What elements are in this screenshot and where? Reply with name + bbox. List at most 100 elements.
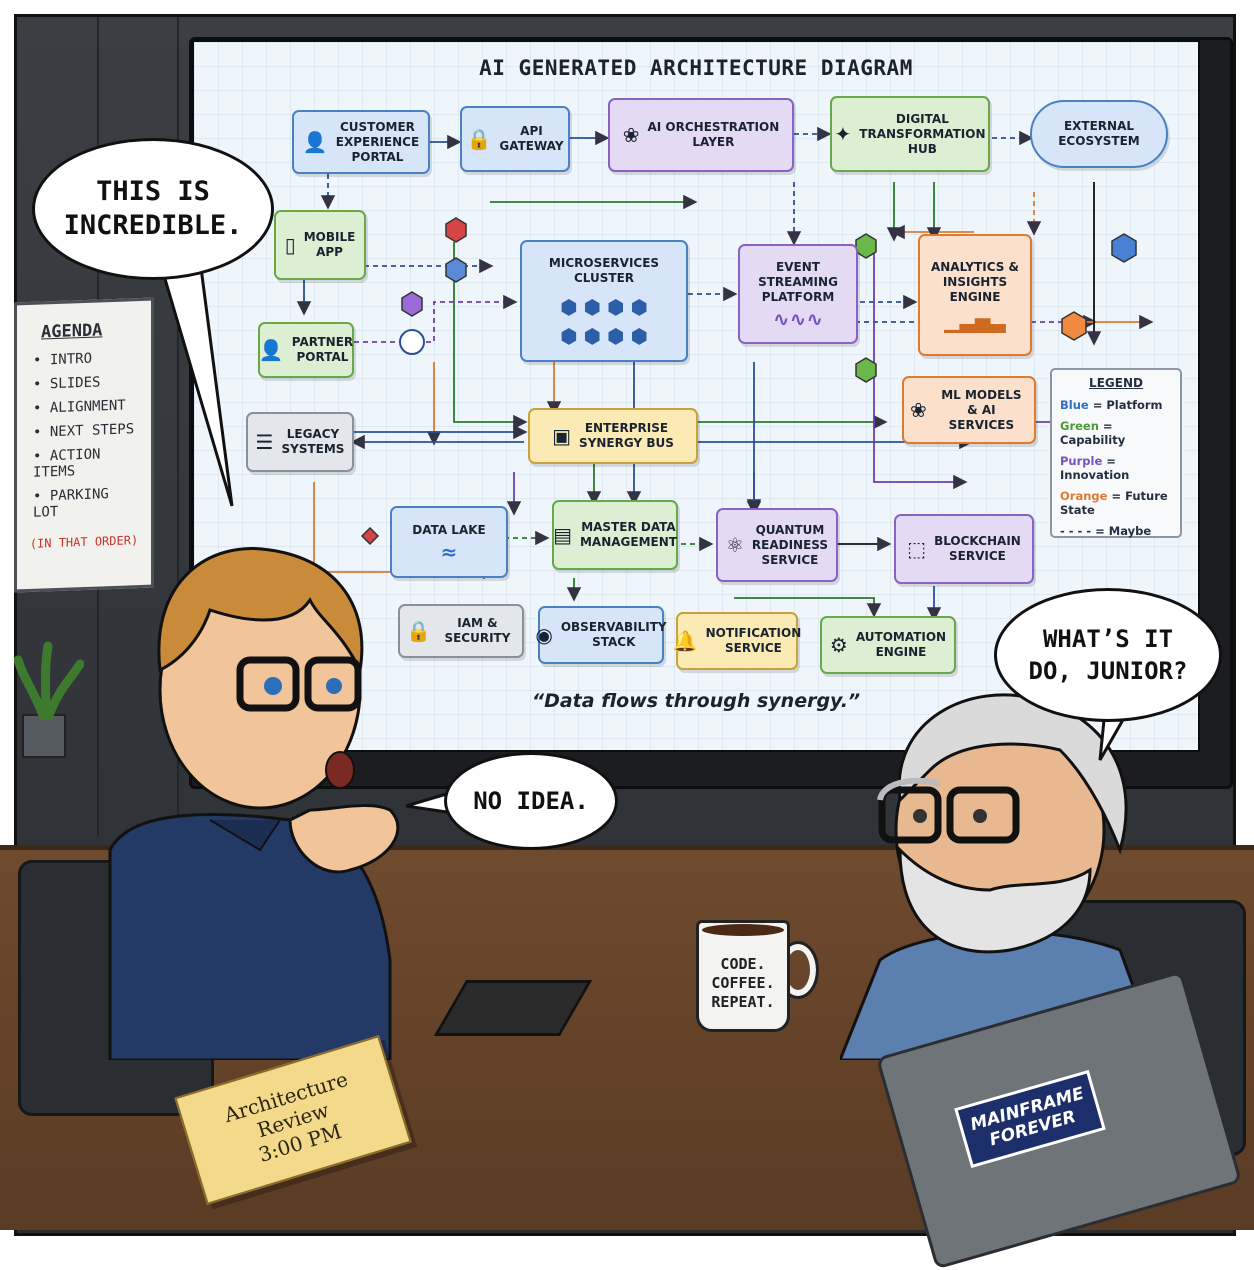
speech-bubble-junior-2: NO IDEA. [444, 752, 618, 850]
legend-key: Blue [1060, 398, 1089, 412]
node-label: IAM & SECURITY [444, 616, 511, 645]
node-label: ENTERPRISE SYNERGY BUS [579, 421, 674, 450]
node-notification-service: 🔔 NOTIFICATION SERVICE [672, 612, 801, 670]
legend-value: = Maybe [1091, 524, 1152, 538]
user-icon: 👤 [302, 130, 328, 154]
wave-icon: ∿∿∿ [772, 306, 824, 331]
gear-icon: ⚙ [829, 633, 848, 657]
phone-icon: ▯ [284, 233, 296, 257]
wall-seam [177, 17, 179, 837]
junior-character [108, 547, 400, 1060]
hexagon-icon: ⬢ [583, 324, 601, 348]
wave-icon: ≈ [440, 539, 458, 564]
node-api-gateway: 🔒 API GATEWAY [460, 106, 570, 172]
node-mobile-app: ▯ MOBILE APP [274, 210, 366, 280]
bell-icon: 🔔 [672, 629, 698, 653]
speech-bubble-junior-1: THIS IS INCREDIBLE. [32, 138, 274, 280]
server-icon: ☰ [255, 430, 274, 454]
diagram-caption: “Data flows through synergy.” [531, 690, 861, 712]
diagram-title: AI GENERATED ARCHITECTURE DIAGRAM [479, 56, 913, 80]
node-iam-security: 🔒 IAM & SECURITY [398, 604, 524, 658]
node-legacy-systems: ☰ LEGACY SYSTEMS [246, 412, 354, 472]
legend-value: = Innovation [1060, 454, 1130, 482]
hexagon-icon: ⬢ [560, 295, 578, 319]
node-analytics-engine: ANALYTICS & INSIGHTS ENGINE ▁▃▅▃ [918, 234, 1032, 356]
node-customer-portal: 👤 CUSTOMER EXPERIENCE PORTAL [292, 110, 430, 174]
node-label: ML MODELS & AI SERVICES [941, 387, 1022, 432]
node-label: DATA LAKE [412, 522, 486, 537]
node-observability-stack: ◉ OBSERVABILITY STACK [535, 606, 667, 664]
legend: LEGEND Blue = Platform Green = Capabilit… [1050, 368, 1182, 538]
plant-icon [14, 641, 84, 720]
senior-character [840, 693, 1160, 1060]
node-event-streaming-platform: EVENT STREAMING PLATFORM ∿∿∿ [738, 244, 858, 344]
legend-key: - - - - [1060, 524, 1092, 538]
hexagon-icons: ⬢ ⬢ ⬢ ⬢ [560, 295, 648, 319]
node-label: MASTER DATA MANAGEMENT [579, 520, 677, 549]
node-external-ecosystem: EXTERNAL ECOSYSTEM [1030, 100, 1168, 168]
database-icon: ▤ [553, 523, 572, 547]
mug-coffee [702, 924, 784, 936]
legend-item: Green = Capability [1060, 419, 1172, 447]
brain-icon: ❀ [622, 123, 640, 147]
node-label: AUTOMATION ENGINE [855, 630, 947, 659]
legend-value: = Capability [1060, 419, 1126, 447]
lock-icon: 🔒 [406, 619, 431, 643]
node-partner-portal: 👤 PARTNER PORTAL [258, 322, 354, 378]
hexagon-icon: ⬢ [560, 324, 578, 348]
brain-icon: ❀ [910, 398, 927, 422]
node-label: ANALYTICS & INSIGHTS ENGINE [930, 259, 1020, 304]
legend-item: - - - - = Maybe [1060, 524, 1172, 538]
node-label: LEGACY SYSTEMS [281, 427, 345, 456]
legend-key: Orange [1060, 489, 1108, 503]
legend-key: Green [1060, 419, 1099, 433]
hexagon-icon: ⬢ [630, 295, 648, 319]
cubes-icon: ⬚ [907, 537, 927, 561]
network-icon: ✦ [834, 122, 852, 146]
node-data-lake: DATA LAKE ≈ [390, 506, 508, 578]
hexagon-icon: ⬢ [630, 324, 648, 348]
legend-key: Purple [1060, 454, 1103, 468]
node-microservices-cluster: MICROSERVICES CLUSTER ⬢ ⬢ ⬢ ⬢ ⬢ ⬢ ⬢ ⬢ [520, 240, 688, 362]
node-label: MICROSERVICES CLUSTER [548, 256, 660, 285]
node-label: NOTIFICATION SERVICE [705, 626, 802, 655]
node-blockchain-service: ⬚ BLOCKCHAIN SERVICE [894, 514, 1034, 584]
node-label: BLOCKCHAIN SERVICE [934, 534, 1021, 563]
node-label: EXTERNAL ECOSYSTEM [1058, 119, 1140, 148]
node-label: DIGITAL TRANSFORMATION HUB [859, 111, 986, 156]
legend-title: LEGEND [1089, 376, 1143, 390]
node-label: MOBILE APP [303, 230, 356, 259]
legend-item: Orange = Future State [1060, 489, 1172, 517]
atom-icon: ⚛ [725, 533, 744, 557]
node-ai-orchestration: ❀ AI ORCHESTRATION LAYER [608, 98, 794, 172]
legend-value: = Platform [1088, 398, 1163, 412]
lock-icon: 🔒 [466, 127, 492, 151]
coffee-mug: CODE. COFFEE. REPEAT. [696, 920, 790, 1032]
node-label: EVENT STREAMING PLATFORM [758, 259, 838, 304]
hexagon-icon: ⬢ [607, 324, 625, 348]
legend-value: = Future State [1060, 489, 1168, 517]
node-label: AI ORCHESTRATION LAYER [647, 120, 780, 149]
legend-item: Purple = Innovation [1060, 454, 1172, 482]
bar-chart-icon: ▁▃▅▃ [944, 308, 1006, 333]
node-label: CUSTOMER EXPERIENCE PORTAL [335, 119, 420, 164]
node-automation-engine: ⚙ AUTOMATION ENGINE [820, 616, 956, 674]
node-ml-models: ❀ ML MODELS & AI SERVICES [902, 376, 1036, 444]
hexagon-markers [360, 217, 1137, 546]
speech-bubble-senior: WHAT’S IT DO, JUNIOR? [994, 588, 1222, 722]
hexagon-icons: ⬢ ⬢ ⬢ ⬢ [560, 324, 648, 348]
node-label: OBSERVABILITY STACK [560, 620, 667, 649]
node-quantum-readiness: ⚛ QUANTUM READINESS SERVICE [716, 508, 838, 582]
node-label: QUANTUM READINESS SERVICE [751, 522, 829, 567]
node-label: API GATEWAY [499, 124, 564, 153]
eye-icon: ◉ [535, 623, 553, 647]
node-digital-transformation-hub: ✦ DIGITAL TRANSFORMATION HUB [830, 96, 990, 172]
partner-icon: 👤 [258, 338, 284, 362]
hexagon-icon: ⬢ [583, 295, 601, 319]
node-label: PARTNER PORTAL [291, 335, 354, 364]
legend-item: Blue = Platform [1060, 398, 1172, 412]
node-master-data-management: ▤ MASTER DATA MANAGEMENT [552, 500, 678, 570]
bus-icon: ▣ [552, 424, 572, 448]
node-enterprise-synergy-bus: ▣ ENTERPRISE SYNERGY BUS [528, 408, 698, 464]
plant-pot [22, 714, 66, 758]
